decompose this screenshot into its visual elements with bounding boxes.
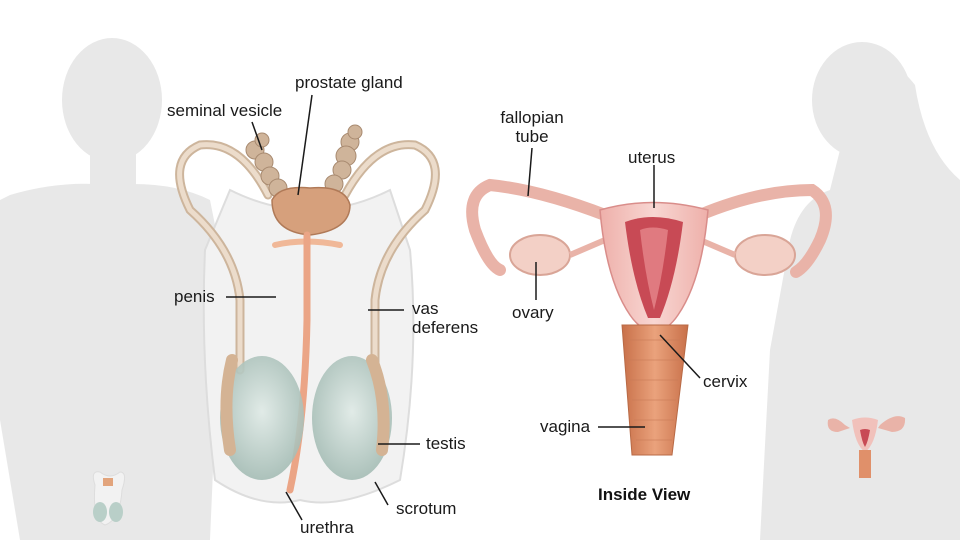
fallopian-tube-label-line2: tube [515, 127, 549, 146]
leader-lines [226, 94, 701, 521]
male-reproductive-system [175, 124, 440, 504]
prostate [271, 186, 351, 236]
female-thumbnail [827, 416, 906, 478]
seminal-vesicle-label: seminal vesicle [167, 101, 283, 120]
ovary-right [734, 234, 796, 276]
testis-left [220, 356, 304, 480]
fallopian-tube-label-line1: fallopian [500, 108, 564, 127]
urethra-label: urethra [300, 518, 354, 537]
vas-deferens-label-line1: vas [412, 299, 439, 318]
inside-view-caption: Inside View [598, 485, 691, 504]
testis-right [312, 356, 392, 480]
male-thumbnail [92, 471, 126, 526]
penis-label: penis [174, 287, 215, 306]
female-body-silhouette [760, 42, 960, 540]
male-body-silhouette [0, 38, 222, 540]
vas-deferens-left-core [177, 142, 271, 373]
vas-deferens-right-core [342, 142, 438, 373]
cervix-label: cervix [703, 372, 748, 391]
fallopian-tube-right [694, 183, 832, 278]
female-reproductive-system [466, 178, 832, 456]
vagina [621, 324, 689, 456]
ovary-left [509, 234, 571, 276]
fallopian-tube-left [466, 178, 611, 276]
ovary-label: ovary [512, 303, 554, 322]
scrotum-label: scrotum [396, 499, 457, 518]
vagina-label: vagina [540, 417, 591, 436]
uterus-label: uterus [628, 148, 676, 167]
epididymis-right [366, 354, 390, 456]
vas-deferens-label-line2: deferens [412, 318, 479, 337]
testis-label: testis [426, 434, 466, 453]
prostate-gland-label: prostate gland [295, 73, 403, 92]
epididymis-left [220, 354, 238, 456]
